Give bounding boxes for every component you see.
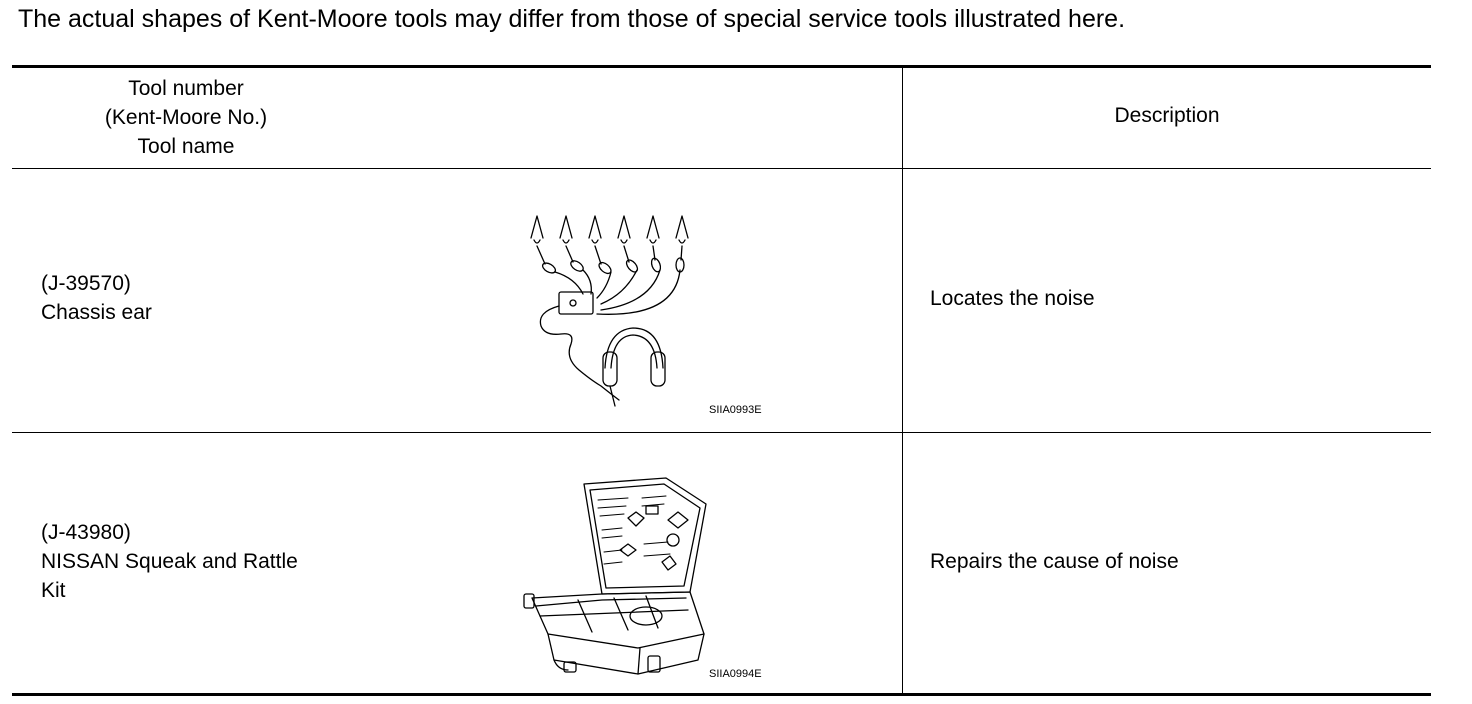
squeak-rattle-kit-illustration: [523, 477, 707, 675]
table-top-rule: [12, 65, 1431, 68]
row-2-tool: (J-43980) NISSAN Squeak and Rattle Kit: [41, 518, 298, 605]
row-1-rule: [12, 432, 1431, 433]
row-1-image-code: SIIA0993E: [709, 404, 762, 416]
row-1-description: Locates the noise: [930, 287, 1095, 310]
row-2-tool-name-line-2: Kit: [41, 579, 66, 602]
header-tool-column: Tool number (Kent-Moore No.) Tool name: [12, 74, 360, 161]
column-divider: [902, 66, 903, 696]
header-tool-name: Tool name: [137, 135, 235, 158]
header-description: Description: [1114, 104, 1220, 127]
row-1-tool: (J-39570) Chassis ear: [41, 269, 152, 327]
row-2-image-code: SIIA0994E: [709, 668, 762, 680]
table-bottom-rule: [12, 693, 1431, 696]
chassis-ear-illustration: [530, 215, 689, 407]
header-tool-number: Tool number: [128, 77, 244, 100]
intro-note: The actual shapes of Kent-Moore tools ma…: [18, 5, 1126, 33]
row-2-tool-number: (J-43980): [41, 521, 131, 544]
header-kent-moore-no: (Kent-Moore No.): [104, 106, 268, 129]
row-2-description: Repairs the cause of noise: [930, 550, 1179, 573]
header-rule: [12, 168, 1431, 169]
row-2-tool-name-line-1: NISSAN Squeak and Rattle: [41, 550, 298, 573]
row-1-tool-number: (J-39570): [41, 272, 131, 295]
row-1-tool-name: Chassis ear: [41, 301, 152, 324]
